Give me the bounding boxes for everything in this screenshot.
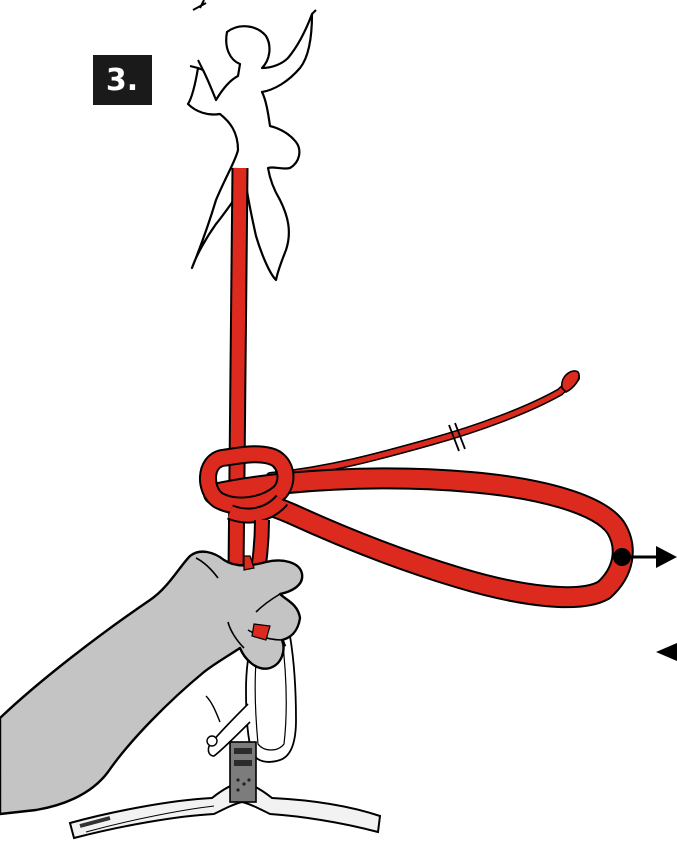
- arrow-right-icon: [628, 546, 677, 568]
- rope-tail: [266, 370, 580, 480]
- belay-device: [229, 741, 257, 803]
- step-label: 3.: [106, 63, 138, 98]
- anchor-base: [68, 780, 382, 840]
- previous-step-fragment: [192, 0, 207, 11]
- climber-silhouette-icon: [186, 9, 317, 282]
- gloved-hand: [0, 550, 304, 816]
- step-badge: 3.: [93, 55, 152, 105]
- rope-loop: [203, 467, 634, 609]
- pull-point: [613, 548, 631, 566]
- arrow-left-icon: [656, 643, 677, 661]
